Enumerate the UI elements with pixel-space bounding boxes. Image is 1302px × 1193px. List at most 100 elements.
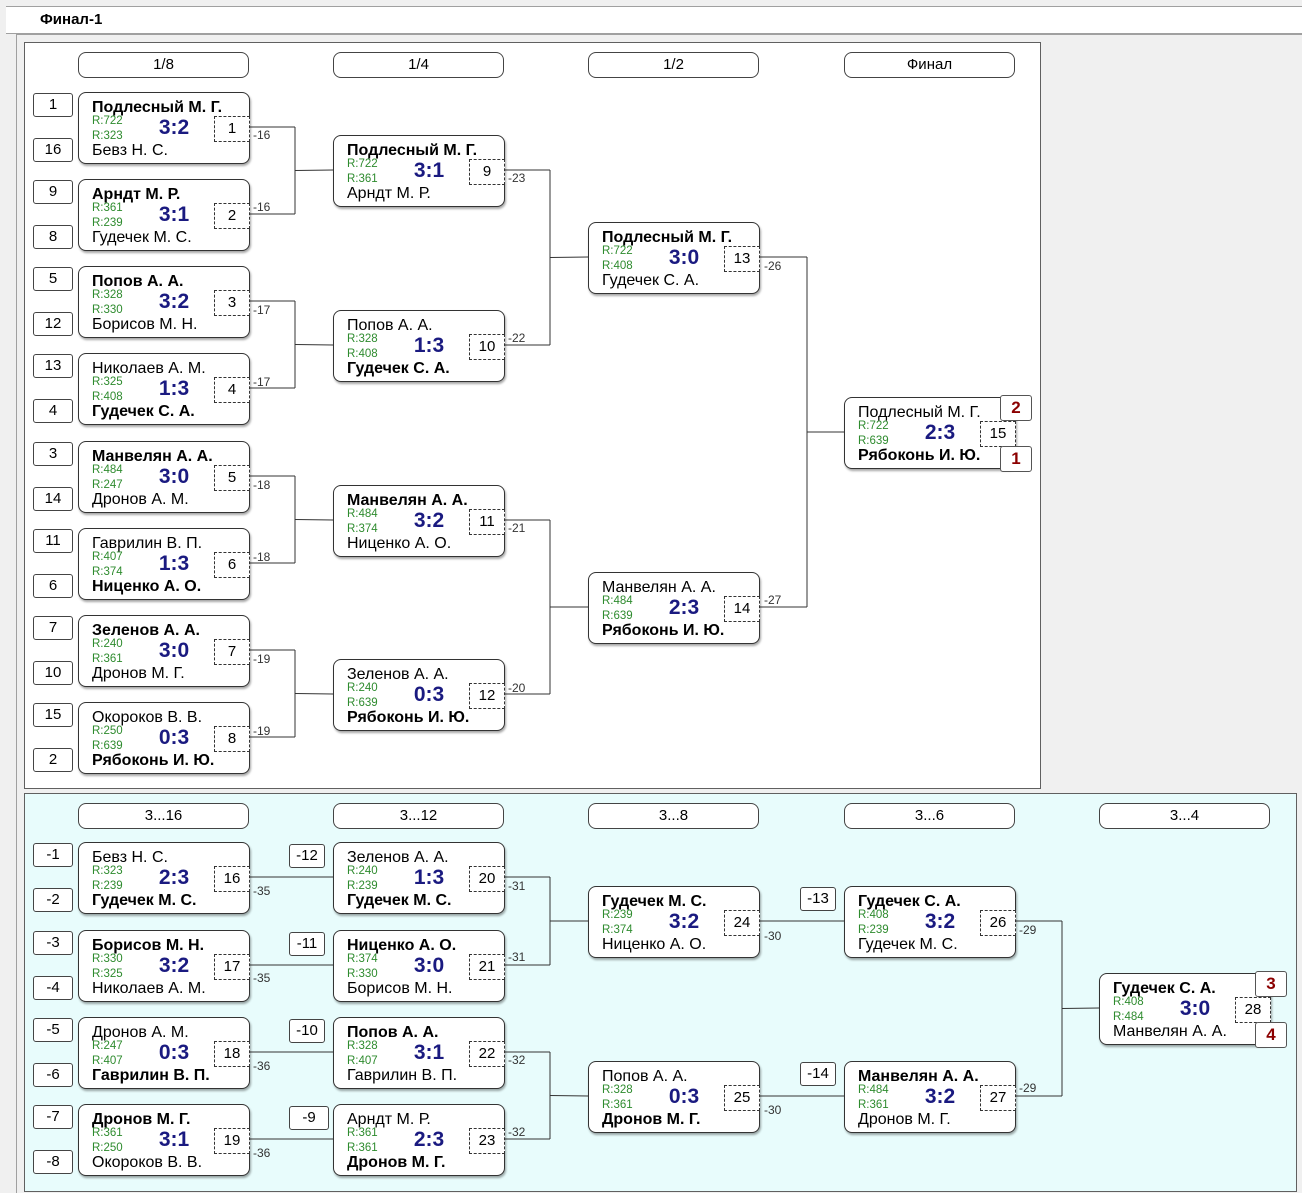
match-score: 0:3 — [413, 683, 445, 706]
player2-name: Гудечек С. А. — [602, 272, 700, 289]
place-badge: 4 — [1255, 1022, 1287, 1048]
player1-name: Бевз Н. С. — [92, 849, 168, 866]
player2-name: Николаев А. М. — [92, 980, 206, 997]
match-number: 7 — [214, 639, 250, 665]
player2-name: Гудечек М. С. — [92, 892, 197, 909]
connector-line — [294, 169, 334, 171]
round-header-3: 1/2 — [588, 52, 759, 78]
loser-destination-label: -30 — [764, 929, 782, 943]
place-badge: 2 — [1000, 395, 1032, 421]
seed-number: -11 — [289, 932, 325, 956]
window-title-bar: Финал-1 — [6, 6, 1302, 34]
player1-rating: R:722 — [602, 245, 633, 257]
player1-rating: R:328 — [92, 289, 123, 301]
player1-name: Попов А. А. — [602, 1068, 688, 1085]
connector-line — [1061, 1007, 1100, 1009]
match-score: 3:2 — [924, 1085, 956, 1108]
match-score: 2:3 — [668, 596, 700, 619]
player1-rating: R:484 — [602, 595, 633, 607]
player1-name: Попов А. А. — [92, 273, 184, 290]
player1-rating: R:484 — [92, 464, 123, 476]
player1-rating: R:250 — [92, 725, 123, 737]
player2-rating: R:330 — [347, 968, 378, 980]
match-number: 9 — [469, 159, 505, 185]
seed-number: -8 — [33, 1150, 73, 1174]
seed-number: -14 — [800, 1062, 836, 1086]
match-number: 4 — [214, 377, 250, 403]
loser-destination-label: -36 — [253, 1059, 271, 1073]
player1-name: Попов А. А. — [347, 317, 433, 334]
place-badge: 3 — [1255, 971, 1287, 997]
loser-destination-label: -19 — [253, 652, 271, 666]
match-number: 10 — [469, 334, 505, 360]
player1-name: Манвелян А. А. — [92, 448, 213, 465]
player1-rating: R:374 — [347, 953, 378, 965]
match-score: 1:3 — [413, 334, 445, 357]
player2-rating: R:408 — [92, 391, 123, 403]
match-number: 28 — [1235, 997, 1271, 1023]
loser-destination-label: -21 — [508, 521, 526, 535]
player2-rating: R:639 — [92, 740, 123, 752]
match-score: 3:2 — [158, 954, 190, 977]
seed-number: 4 — [33, 399, 73, 423]
player2-name: Гудечек С. А. — [347, 360, 450, 377]
match-number: 17 — [214, 954, 250, 980]
player1-name: Арндт М. Р. — [92, 186, 181, 203]
player1-name: Гудечек С. А. — [858, 893, 961, 910]
loser-destination-label: -19 — [253, 724, 271, 738]
player2-name: Дронов М. Г. — [347, 1154, 446, 1171]
match-number: 15 — [980, 421, 1016, 447]
player1-rating: R:722 — [858, 420, 889, 432]
player2-rating: R:247 — [92, 479, 123, 491]
loser-destination-label: -16 — [253, 128, 271, 142]
seed-number: 1 — [33, 93, 73, 117]
match-number: 21 — [469, 954, 505, 980]
player1-name: Николаев А. М. — [92, 360, 206, 377]
consolation-round-header-4: 3...6 — [844, 803, 1015, 829]
player1-name: Дронов А. М. — [92, 1024, 189, 1041]
player2-rating: R:239 — [858, 924, 889, 936]
player1-rating: R:484 — [347, 508, 378, 520]
seed-number: 16 — [33, 138, 73, 162]
player1-rating: R:361 — [92, 1127, 123, 1139]
player1-rating: R:328 — [602, 1084, 633, 1096]
loser-destination-label: -30 — [764, 1103, 782, 1117]
player1-name: Манвелян А. А. — [602, 579, 716, 596]
match-score: 3:2 — [924, 910, 956, 933]
player2-name: Дронов А. М. — [92, 491, 189, 508]
player1-rating: R:361 — [92, 202, 123, 214]
loser-destination-label: -32 — [508, 1125, 526, 1139]
loser-destination-label: -35 — [253, 884, 271, 898]
player2-name: Манвелян А. А. — [1113, 1023, 1227, 1040]
seed-number: -5 — [33, 1018, 73, 1042]
player2-rating: R:639 — [602, 610, 633, 622]
